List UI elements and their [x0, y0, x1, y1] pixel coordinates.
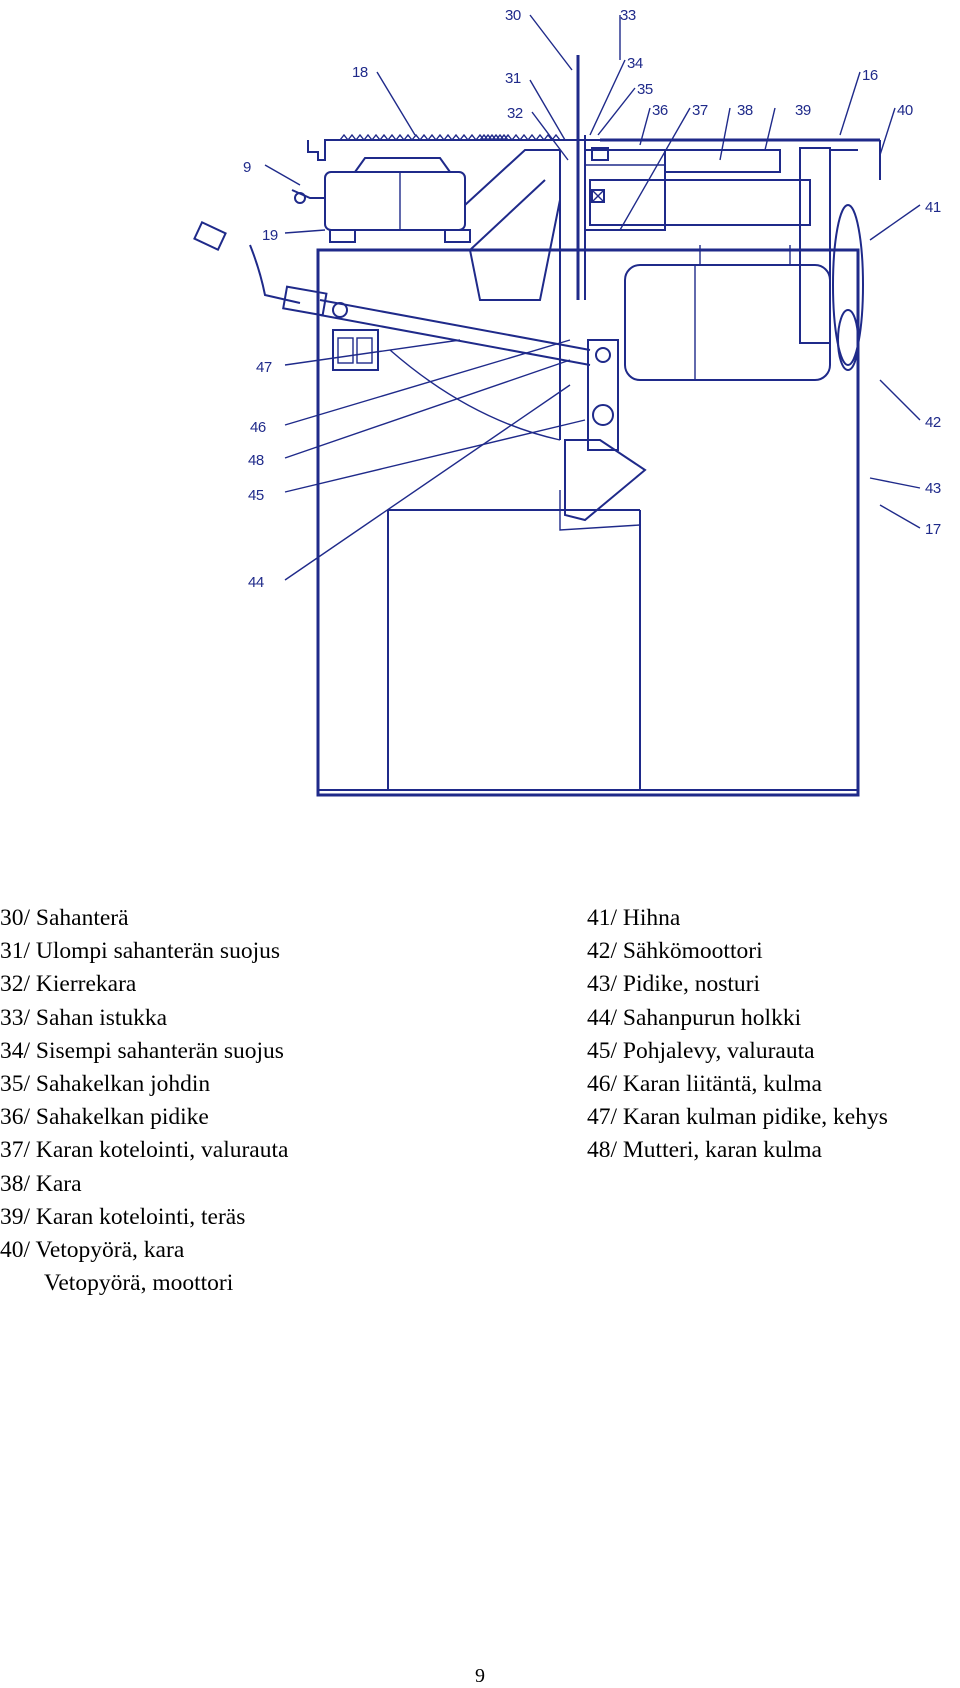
callout-43: 43 — [925, 480, 941, 497]
callout-48: 48 — [248, 452, 264, 469]
legend-item-40: 40/ Vetopyörä, kara — [0, 1237, 185, 1264]
callout-45: 45 — [248, 487, 264, 504]
legend-item-36: 36/ Sahakelkan pidike — [0, 1104, 209, 1131]
legend-item-34: 34/ Sisempi sahanterän suojus — [0, 1037, 284, 1064]
angle-arm — [282, 285, 647, 531]
legend-item-47: 47/ Karan kulman pidike, kehys — [587, 1104, 888, 1131]
legend-right: 41/ Hihna 42/ Sähkömoottori 43/ Pidike, … — [587, 902, 888, 1168]
motor — [624, 245, 859, 381]
legend-item-32: 32/ Kierrekara — [0, 971, 137, 998]
legend-item-44: 44/ Sahanpurun holkki — [587, 1004, 802, 1031]
callout-32: 32 — [507, 105, 523, 122]
callout-19: 19 — [262, 227, 278, 244]
carriage — [318, 149, 561, 301]
machine-diagram: 30 33 18 34 31 35 16 32 36 37 38 39 40 9… — [193, 7, 941, 797]
callout-44: 44 — [248, 574, 264, 591]
page-number: 9 — [475, 1665, 485, 1687]
legend-item-33: 33/ Sahan istukka — [0, 1004, 168, 1031]
callout-9: 9 — [243, 159, 251, 176]
callout-16: 16 — [862, 67, 878, 84]
callout-31: 31 — [505, 70, 521, 87]
callout-35: 35 — [637, 81, 653, 98]
callout-40: 40 — [897, 102, 913, 119]
callout-18: 18 — [352, 64, 368, 81]
callout-labels: 30 33 18 34 31 35 16 32 36 37 38 39 40 9… — [243, 7, 941, 591]
legend-item-45: 45/ Pohjalevy, valurauta — [587, 1037, 815, 1064]
base-cabinet — [316, 248, 860, 797]
legend-item-40-motor: Vetopyörä, moottori — [44, 1270, 234, 1297]
switch-box — [332, 329, 379, 371]
callout-17: 17 — [925, 521, 941, 538]
legend-item-41: 41/ Hihna — [587, 905, 681, 931]
legend-item-46: 46/ Karan liitäntä, kulma — [587, 1071, 822, 1098]
callout-36: 36 — [652, 102, 668, 119]
callout-37: 37 — [692, 102, 708, 119]
legend-left: 30/ Sahanterä 31/ Ulompi sahanterän suoj… — [0, 902, 288, 1300]
callout-47: 47 — [256, 359, 272, 376]
legend-item-39: 39/ Karan kotelointi, teräs — [0, 1203, 246, 1230]
spindle-housing — [589, 147, 864, 366]
callout-46: 46 — [250, 419, 266, 436]
legend-item-48: 48/ Mutteri, karan kulma — [587, 1137, 822, 1164]
legend-item-38: 38/ Kara — [0, 1170, 82, 1197]
callout-41: 41 — [925, 199, 941, 216]
clamp-handle — [193, 189, 325, 304]
callout-42: 42 — [925, 414, 941, 431]
callout-34: 34 — [627, 55, 643, 72]
legend-item-42: 42/ Sähkömoottori — [587, 938, 763, 965]
legend-item-43: 43/ Pidike, nosturi — [587, 971, 760, 998]
legend-item-35: 35/ Sahakelkan johdin — [0, 1071, 211, 1098]
legend-item-30: 30/ Sahanterä — [0, 905, 129, 931]
callout-39: 39 — [795, 102, 811, 119]
callout-30: 30 — [505, 7, 521, 24]
table-top — [307, 133, 881, 180]
saw-blade — [559, 55, 666, 440]
legend-item-31: 31/ Ulompi sahanterän suojus — [0, 938, 281, 965]
leader-lines — [264, 14, 921, 581]
callout-33: 33 — [620, 7, 636, 24]
callout-38: 38 — [737, 102, 753, 119]
legend-item-37: 37/ Karan kotelointi, valurauta — [0, 1137, 289, 1164]
